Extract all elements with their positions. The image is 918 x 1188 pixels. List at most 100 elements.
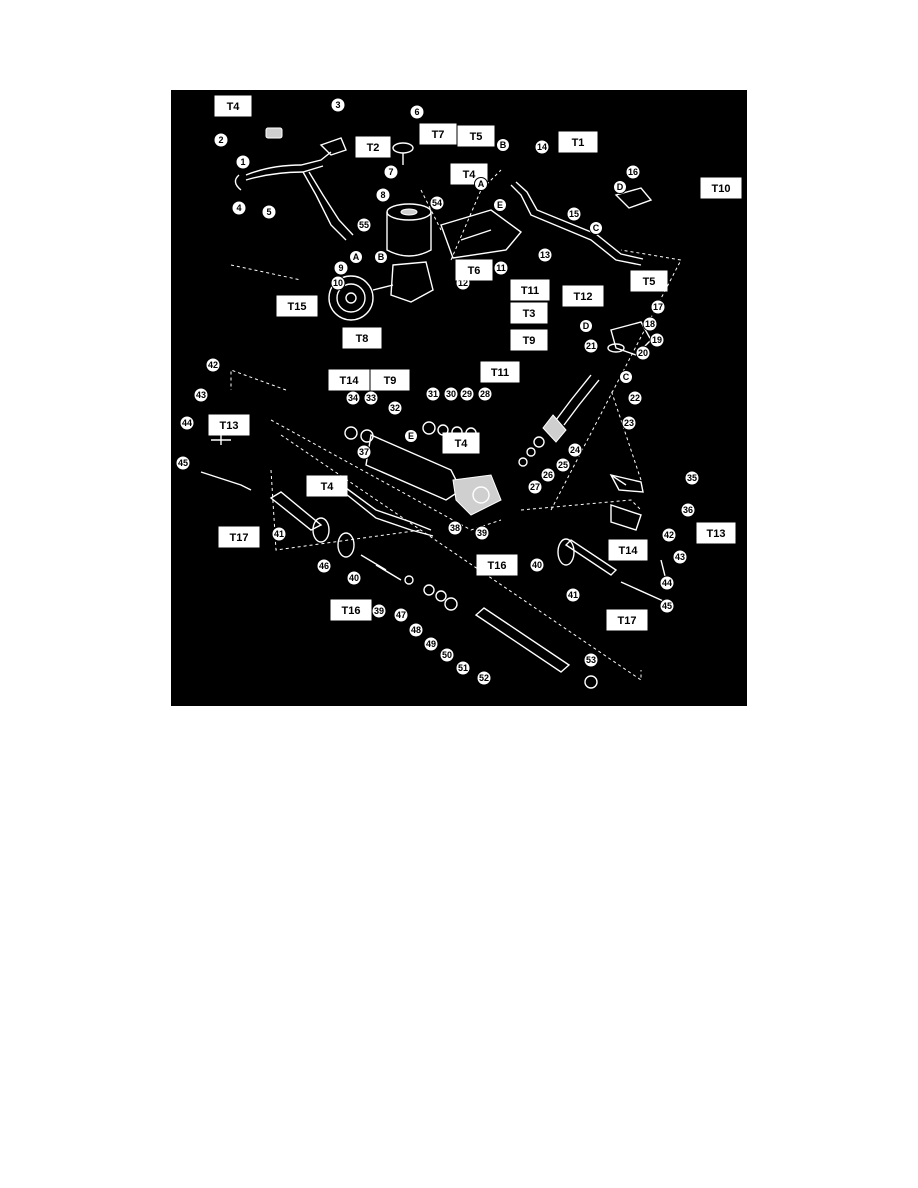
- pump-bracket: [440, 209, 523, 259]
- svg-text:44: 44: [662, 578, 672, 588]
- callout-22: 22: [627, 390, 643, 406]
- callout-18: 18: [642, 316, 658, 332]
- svg-text:48: 48: [411, 625, 421, 635]
- callout-25: 25: [555, 457, 571, 473]
- letter-marker-c-4: C: [619, 370, 633, 384]
- callout-37: 37: [356, 444, 372, 460]
- letter-marker-e: E: [493, 198, 507, 212]
- torque-label-t2: T2: [355, 136, 391, 158]
- svg-text:T11: T11: [491, 367, 509, 379]
- callout-48: 48: [408, 622, 424, 638]
- letter-marker-b: B: [374, 250, 388, 264]
- svg-text:45: 45: [662, 601, 672, 611]
- callout-19: 19: [649, 332, 665, 348]
- callout-8: 8: [375, 187, 391, 203]
- svg-text:37: 37: [359, 447, 369, 457]
- callout-41-4: 41: [271, 526, 287, 542]
- svg-text:53: 53: [586, 655, 596, 665]
- callout-39: 39: [474, 525, 490, 541]
- svg-text:6: 6: [414, 107, 419, 117]
- callout-2: 2: [213, 132, 229, 148]
- svg-text:26: 26: [543, 470, 553, 480]
- torque-label-t10: T10: [700, 177, 742, 199]
- return-line-assembly: [510, 181, 653, 266]
- svg-text:10: 10: [333, 278, 343, 288]
- torque-label-t13: T13: [208, 414, 250, 436]
- svg-text:T3: T3: [523, 308, 536, 320]
- callout-52: 52: [476, 670, 492, 686]
- callout-21: 21: [583, 338, 599, 354]
- svg-text:28: 28: [480, 389, 490, 399]
- svg-text:44: 44: [182, 418, 192, 428]
- svg-text:24: 24: [570, 445, 580, 455]
- svg-text:7: 7: [388, 167, 393, 177]
- svg-text:45: 45: [178, 458, 188, 468]
- svg-text:14: 14: [537, 142, 547, 152]
- callout-36: 36: [680, 502, 696, 518]
- callout-38: 38: [447, 520, 463, 536]
- svg-text:32: 32: [390, 403, 400, 413]
- letter-marker-d: D: [613, 180, 627, 194]
- torque-label-t3: T3: [510, 302, 548, 324]
- torque-label-t17: T17: [218, 526, 260, 548]
- callout-24: 24: [567, 442, 583, 458]
- letter-marker-c: C: [589, 221, 603, 235]
- svg-text:43: 43: [675, 552, 685, 562]
- callout-42-5: 42: [661, 527, 677, 543]
- svg-text:T17: T17: [618, 615, 637, 627]
- callout-1: 1: [235, 154, 251, 170]
- svg-text:T11: T11: [521, 285, 539, 297]
- svg-text:27: 27: [530, 482, 540, 492]
- svg-text:4: 4: [236, 203, 241, 213]
- svg-text:T5: T5: [470, 131, 483, 143]
- torque-label-t8: T8: [342, 327, 382, 349]
- svg-text:35: 35: [687, 473, 697, 483]
- torque-label-t9: T9: [510, 329, 548, 351]
- svg-text:A: A: [478, 179, 485, 189]
- callout-44-7: 44: [659, 575, 675, 591]
- right-tie-rod: [557, 473, 672, 606]
- torque-label-t5: T5: [457, 125, 495, 147]
- svg-text:43: 43: [196, 390, 206, 400]
- svg-text:20: 20: [638, 348, 648, 358]
- torque-label-t4: T4: [214, 95, 252, 117]
- svg-text:T16: T16: [342, 605, 361, 617]
- svg-text:B: B: [500, 140, 507, 150]
- callout-54: 54: [429, 195, 445, 211]
- svg-text:22: 22: [630, 393, 640, 403]
- svg-text:29: 29: [462, 389, 472, 399]
- torque-label-t16: T16: [476, 554, 518, 576]
- svg-text:T10: T10: [712, 183, 731, 195]
- callout-5: 5: [261, 204, 277, 220]
- svg-text:18: 18: [645, 319, 655, 329]
- torque-label-t13-8: T13: [696, 522, 736, 544]
- svg-text:T6: T6: [468, 265, 481, 277]
- svg-text:5: 5: [266, 207, 271, 217]
- feed-lines: [345, 487, 434, 537]
- svg-text:49: 49: [426, 639, 436, 649]
- letter-marker-e-6: E: [404, 429, 418, 443]
- callout-31: 31: [425, 386, 441, 402]
- svg-text:T1: T1: [572, 137, 585, 149]
- callout-20: 20: [635, 345, 651, 361]
- svg-text:50: 50: [442, 650, 452, 660]
- svg-text:D: D: [583, 321, 590, 331]
- callout-40-2: 40: [346, 570, 362, 586]
- svg-text:T7: T7: [432, 129, 445, 141]
- svg-text:47: 47: [396, 610, 406, 620]
- pinion-shaft: [518, 374, 600, 467]
- assembly-lines: [230, 169, 682, 681]
- svg-text:52: 52: [479, 673, 489, 683]
- torque-label-t14-7: T14: [608, 539, 648, 561]
- torque-label-t6: T6: [455, 259, 493, 281]
- callout-4: 4: [231, 200, 247, 216]
- callout-51: 51: [455, 660, 471, 676]
- svg-text:T13: T13: [220, 420, 239, 432]
- torque-label-t11: T11: [510, 279, 550, 301]
- callout-33: 33: [363, 390, 379, 406]
- svg-text:31: 31: [428, 389, 438, 399]
- letter-marker-d-5: D: [579, 319, 593, 333]
- torque-label-t11-5: T11: [480, 361, 520, 383]
